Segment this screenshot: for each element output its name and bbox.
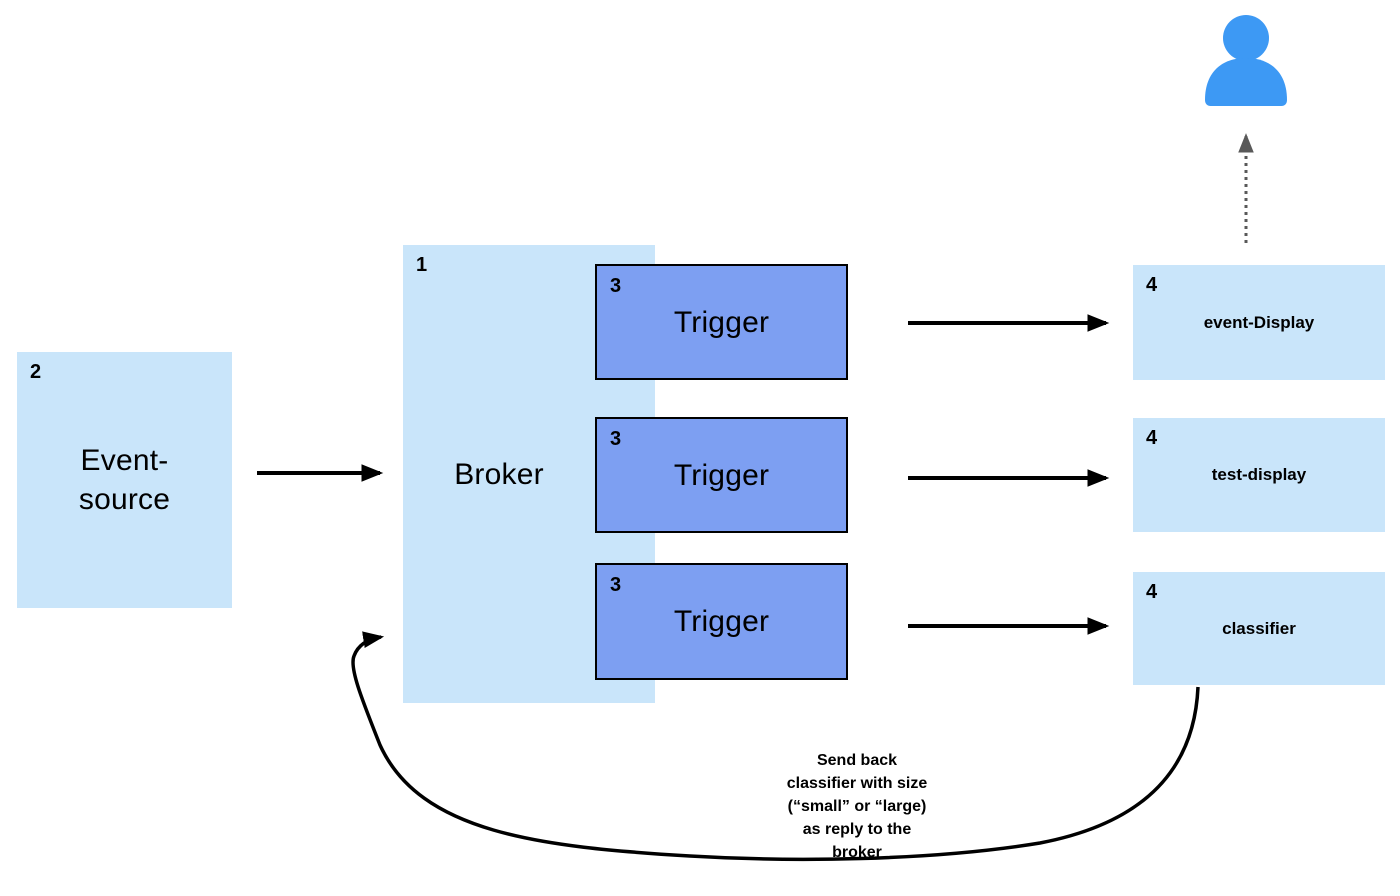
sink-test-display-number: 4	[1146, 427, 1158, 449]
sink-event-display-number: 4	[1146, 274, 1158, 296]
sink-test-display-label: test-display	[1211, 465, 1307, 484]
feedback-annotation: Send back classifier with size (“small” …	[786, 752, 928, 861]
trigger-node-3: 3 Trigger	[595, 563, 848, 680]
event-source-node: 2 Event- source	[17, 352, 232, 608]
trigger-2-number: 3	[610, 428, 622, 450]
event-source-label: Event- source	[78, 444, 171, 516]
sink-classifier-label: classifier	[1222, 618, 1296, 638]
trigger-node-1: 3 Trigger	[595, 264, 848, 380]
trigger-node-2: 3 Trigger	[595, 417, 848, 533]
broker-number: 1	[416, 254, 428, 276]
sink-classifier-number: 4	[1146, 581, 1158, 603]
event-source-number: 2	[30, 361, 42, 383]
trigger-1-number: 3	[610, 275, 622, 297]
trigger-3-number: 3	[610, 574, 622, 596]
trigger-3-label: Trigger	[673, 605, 770, 638]
sink-node-event-display: 4 event-Display	[1133, 265, 1385, 380]
sink-node-classifier: 4 classifier	[1133, 572, 1385, 685]
trigger-1-label: Trigger	[673, 305, 770, 339]
sink-event-display-label: event-Display	[1203, 312, 1315, 332]
user-icon	[1205, 15, 1287, 106]
sink-node-test-display: 4 test-display	[1133, 418, 1385, 532]
trigger-2-label: Trigger	[673, 458, 770, 492]
